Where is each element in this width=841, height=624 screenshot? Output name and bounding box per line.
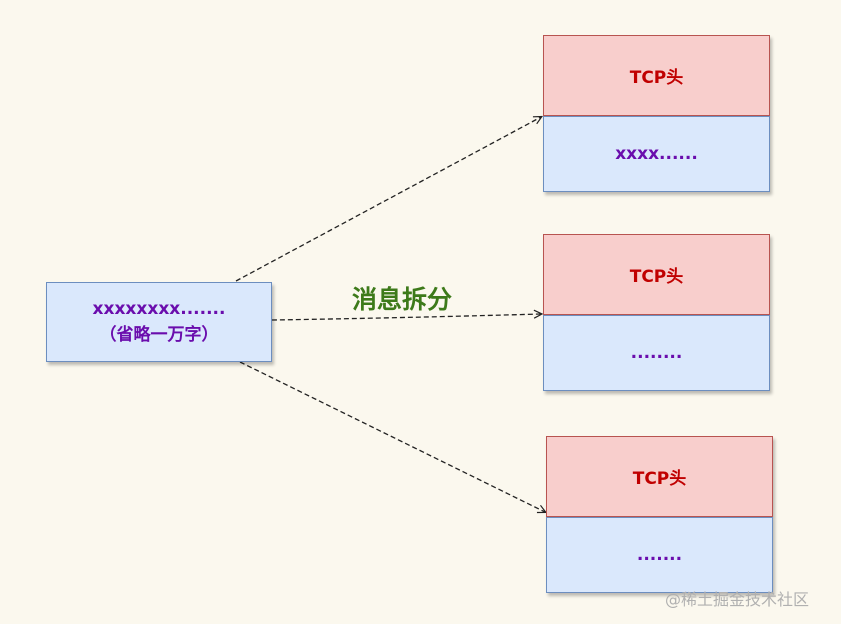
- source-line-1: xxxxxxxx.......: [92, 299, 226, 319]
- packet-3-header: TCP头: [546, 436, 773, 517]
- packet-3-body-label: .......: [636, 545, 683, 565]
- split-label: 消息拆分: [352, 285, 453, 314]
- arrow-to-packet-2: [271, 314, 541, 321]
- watermark: @稀土掘金技术社区: [665, 590, 810, 609]
- packet-2-header-label: TCP头: [629, 267, 684, 287]
- packet-2-body-label: ........: [630, 343, 683, 363]
- packet-1-header-label: TCP头: [629, 68, 684, 88]
- arrow-to-packet-1: [235, 117, 541, 282]
- source-message-box: xxxxxxxx....... （省略一万字）: [46, 282, 272, 362]
- packet-3-header-label: TCP头: [632, 469, 687, 489]
- packet-3-body: .......: [546, 517, 773, 593]
- packet-2-header: TCP头: [543, 234, 770, 315]
- packet-1-body: xxxx......: [543, 116, 770, 192]
- arrow-to-packet-3: [239, 361, 545, 512]
- packet-1-body-label: xxxx......: [615, 144, 698, 164]
- source-line-2: （省略一万字）: [99, 325, 219, 345]
- packet-1-header: TCP头: [543, 35, 770, 116]
- packet-2-body: ........: [543, 315, 770, 391]
